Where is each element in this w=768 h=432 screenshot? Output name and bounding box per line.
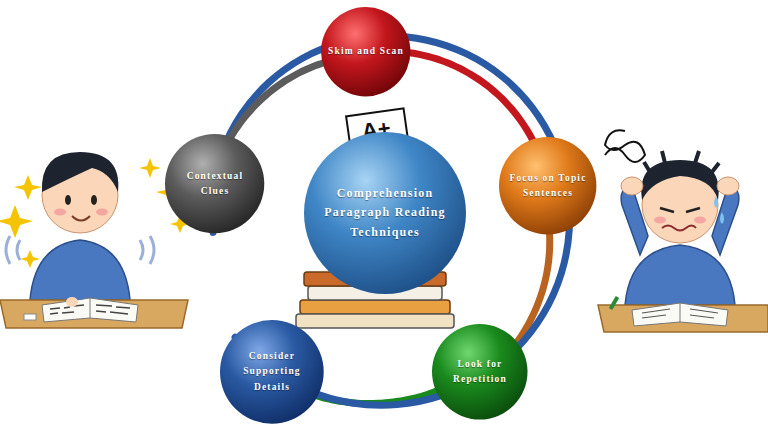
technique-circle: Look for Repetition bbox=[431, 323, 529, 421]
ring-arc bbox=[230, 63, 323, 138]
sphere bbox=[499, 137, 596, 234]
sphere bbox=[220, 320, 324, 424]
technique-circle: Consider Supporting Details bbox=[219, 319, 325, 425]
ring-arc bbox=[410, 53, 533, 141]
technique-label: Consider Supporting Details bbox=[231, 349, 313, 394]
sphere-shape bbox=[164, 133, 265, 234]
happy-student bbox=[0, 152, 190, 328]
sphere-shape bbox=[498, 136, 597, 235]
sphere bbox=[165, 134, 264, 233]
technique-label: Focus on Topic Sentences bbox=[507, 171, 589, 201]
sphere bbox=[304, 132, 466, 294]
technique-label: Comprehension Paragraph Reading Techniqu… bbox=[320, 184, 450, 242]
technique-circle: Skim and Scan bbox=[320, 6, 411, 97]
technique-circle: Contextual Clues bbox=[164, 133, 265, 234]
technique-circle: Focus on Topic Sentences bbox=[498, 136, 597, 235]
technique-label: Contextual Clues bbox=[173, 169, 257, 199]
technique-label: Skim and Scan bbox=[327, 44, 405, 59]
technique-circle: Comprehension Paragraph Reading Techniqu… bbox=[303, 131, 467, 295]
stressed-student bbox=[598, 130, 768, 332]
technique-label: Look for Repetition bbox=[440, 357, 520, 387]
sphere-shape bbox=[431, 323, 529, 421]
sphere bbox=[321, 7, 410, 96]
sphere bbox=[432, 324, 528, 420]
